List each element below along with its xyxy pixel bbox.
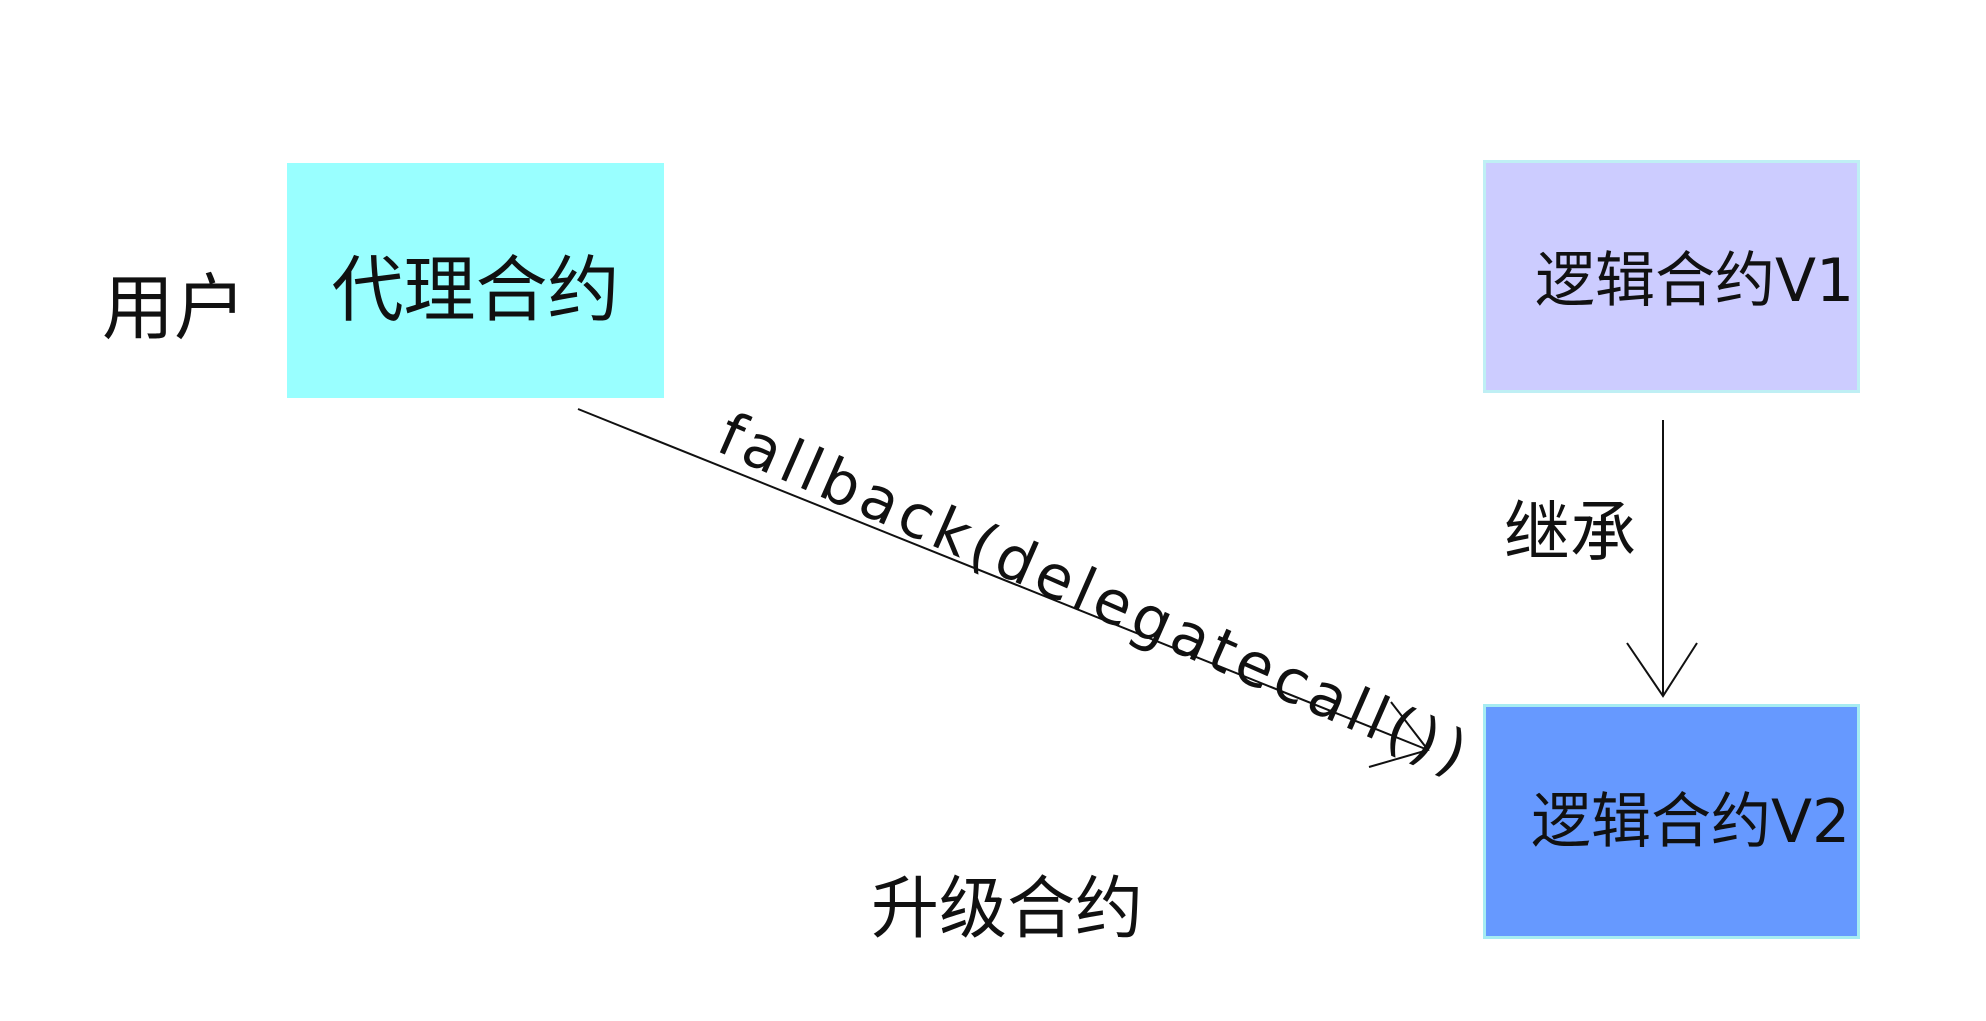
inherit-edge-label: 继承 [1504,494,1636,571]
proxy-contract-label: 代理合约 [331,248,620,332]
inherit-arrowhead [1626,642,1698,698]
delegatecall-arrow-line [577,408,1429,751]
delegatecall-arrowhead [1368,701,1430,768]
upgrade-contract-caption: 升级合约 [871,870,1144,949]
logic-contract-v2-box: 逻辑合约V2 [1483,704,1860,939]
delegatecall-arrow [577,408,1430,768]
logic-contract-v1-box: 逻辑合约V1 [1483,160,1860,393]
inherit-arrow [1626,420,1698,698]
logic-contract-v2-label: 逻辑合约V2 [1531,787,1851,857]
proxy-contract-box: 代理合约 [287,163,664,398]
user-label: 用户 [102,266,247,350]
logic-contract-v1-label: 逻辑合约V1 [1535,246,1855,316]
